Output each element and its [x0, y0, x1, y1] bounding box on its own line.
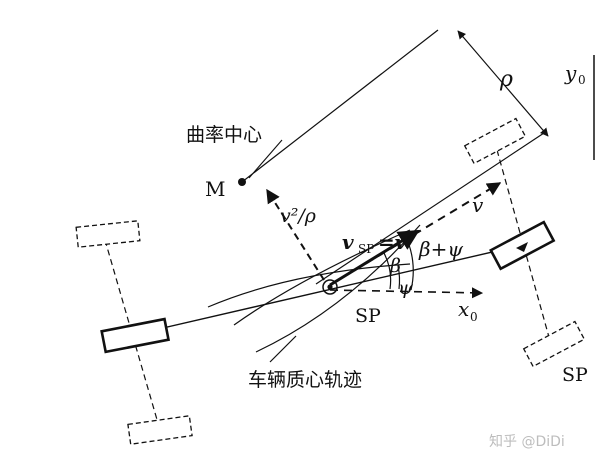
velocity-sp-arrow — [329, 229, 420, 287]
beta-label: β — [389, 255, 401, 277]
front-left-wheel-dashed — [463, 117, 527, 165]
point-m-label: M — [205, 177, 225, 201]
watermark-text: 知乎 @DiDi — [489, 433, 565, 450]
y0-label-sub: 0 — [578, 73, 586, 87]
trajectory-leader — [269, 335, 297, 363]
dimension-line-left — [241, 29, 439, 183]
front-right-wheel-dashed — [522, 320, 586, 368]
dimension-line-right — [315, 132, 545, 285]
sp-center-point — [322, 279, 338, 295]
rho-dimension — [241, 29, 549, 285]
velocity-label: v — [472, 193, 484, 217]
rho-label: ρ — [499, 67, 513, 92]
y0-label-main: y — [564, 61, 577, 85]
velocity-sp-label: v SP =v — [342, 230, 407, 256]
centripetal-label: v²/ρ — [280, 205, 317, 227]
trajectory-curves — [207, 224, 421, 363]
curvature-center-label: 曲率中心 — [186, 124, 262, 146]
psi-arc — [397, 265, 401, 290]
chassis-line — [136, 243, 528, 335]
trajectory-curve-lower — [255, 224, 421, 353]
beta-arc — [383, 252, 392, 290]
angle-arcs — [383, 232, 414, 291]
rear-left-wheel-dashed — [75, 220, 141, 248]
trajectory-curve-upper — [207, 263, 411, 308]
front-axle — [463, 117, 586, 368]
x0-label-sub: 0 — [470, 310, 478, 324]
velocity-sp-label-eq: =v — [378, 230, 407, 254]
sp-center-label: SP — [355, 305, 381, 327]
x0-label: x 0 — [458, 297, 478, 324]
rho-arrow — [457, 30, 549, 137]
centripetal-arrow — [266, 188, 325, 281]
rear-axle-line — [104, 239, 161, 431]
curvature-center — [238, 139, 283, 186]
point-m-dot — [238, 178, 246, 186]
x0-axis-arrow — [329, 287, 484, 299]
trajectory-curve-mid — [233, 229, 411, 326]
velocity-sp-label-main: v — [342, 230, 354, 254]
front-wheel-mark — [516, 242, 528, 252]
y0-label: y 0 — [564, 61, 586, 87]
rear-wheel-solid — [100, 317, 171, 354]
beta-plus-psi-label: β+ψ — [418, 237, 463, 261]
curvature-leader — [248, 139, 283, 179]
x0-label-main: x — [458, 297, 469, 321]
velocity-sp-label-sub: SP — [358, 242, 374, 256]
trajectory-label: 车辆质心轨迹 — [248, 369, 362, 391]
sp-right-label: SP — [562, 364, 588, 386]
psi-label: ψ — [398, 277, 414, 299]
rear-right-wheel-dashed — [127, 415, 193, 445]
beta-psi-arc — [403, 232, 414, 291]
rear-axle — [75, 220, 193, 445]
